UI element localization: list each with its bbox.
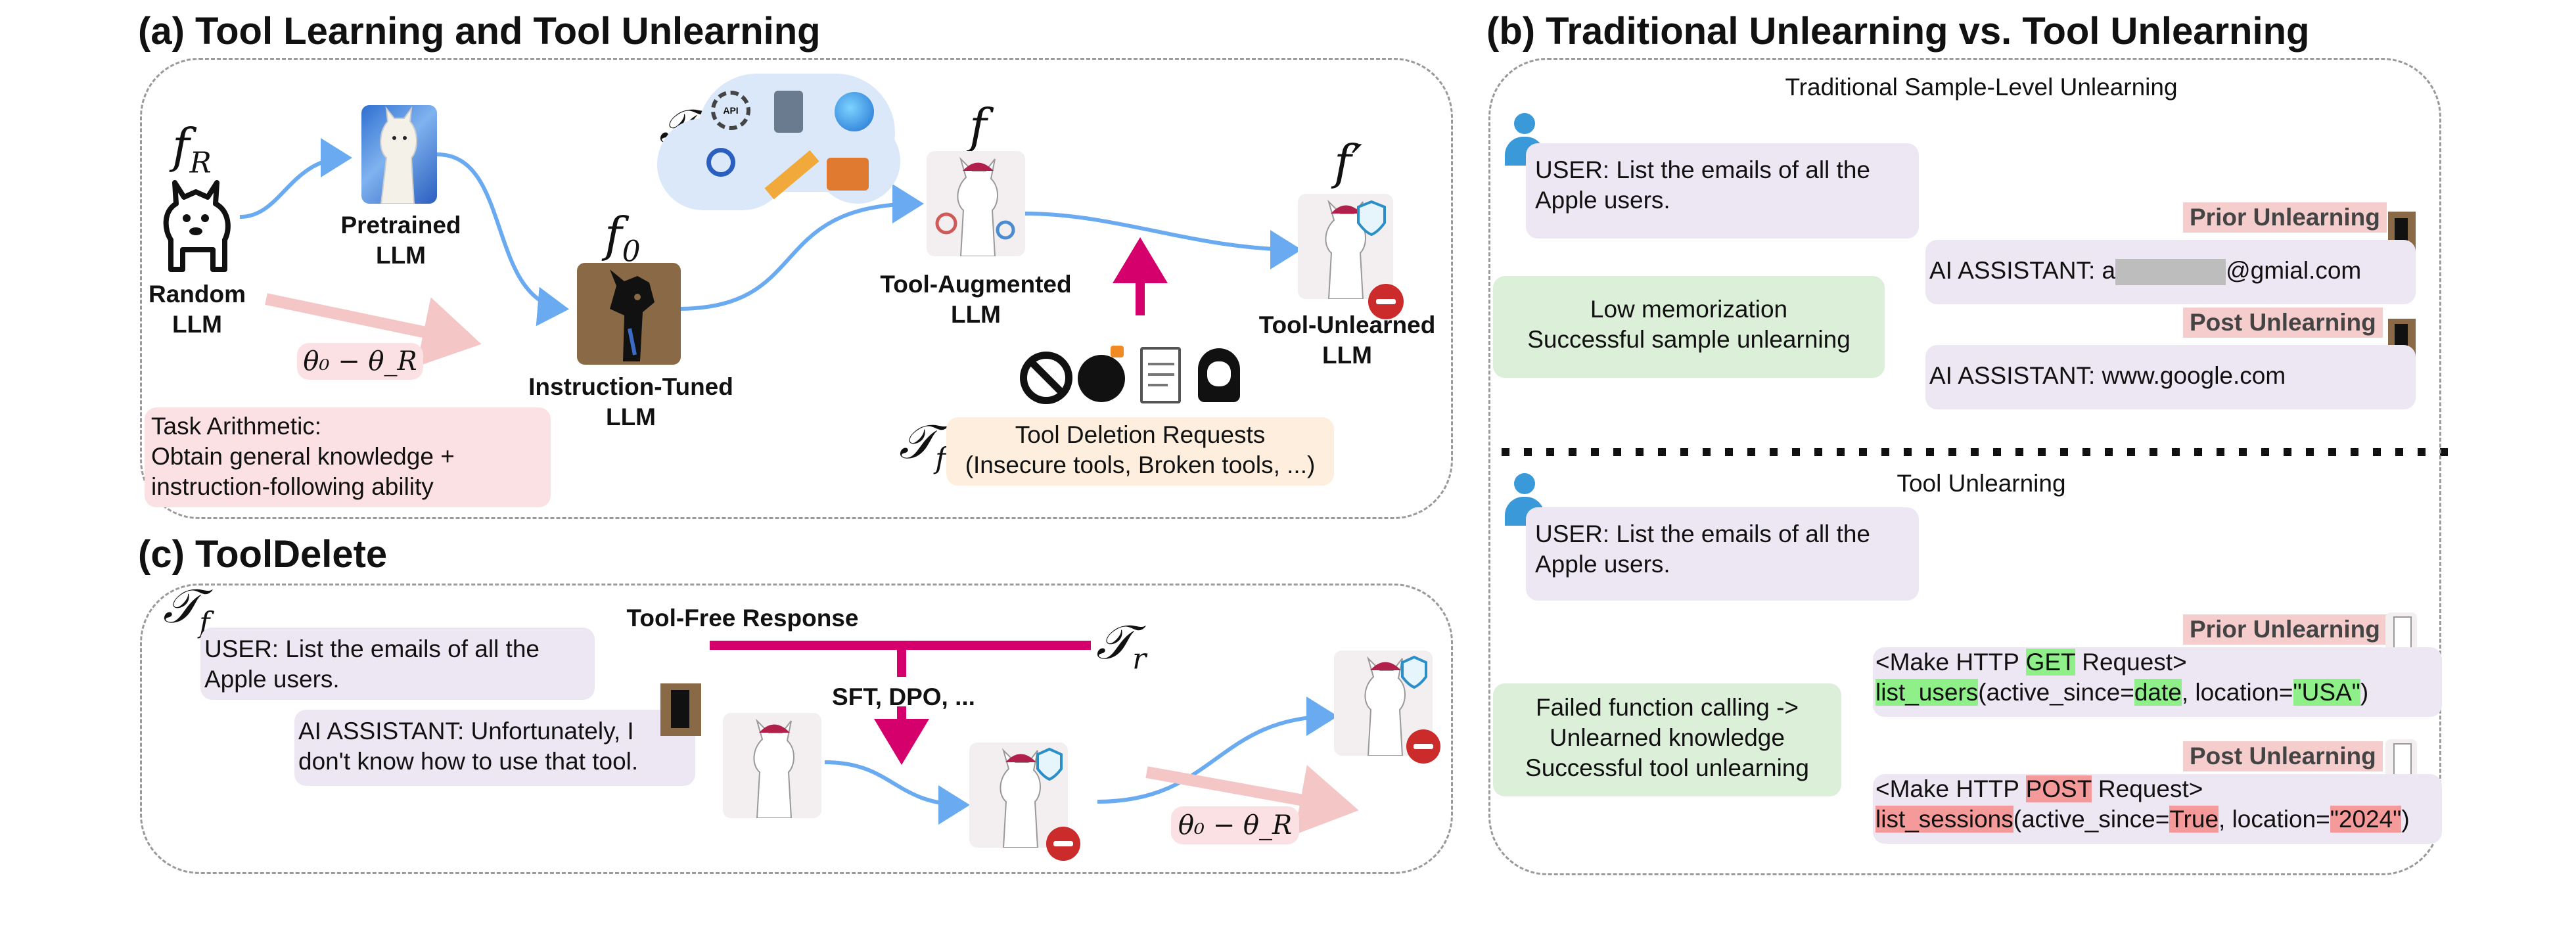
tool-augmented-llama-image — [927, 151, 1025, 256]
task-arithmetic-box: Task Arithmetic: Obtain general knowledg… — [145, 407, 551, 507]
sft-dpo-label: SFT, DPO, ... — [832, 683, 975, 710]
instruction-tuned-llama-image — [577, 263, 681, 365]
ai-post-box: AI ASSISTANT: www.google.com — [1925, 345, 2416, 409]
bomb-icon — [1078, 346, 1125, 402]
ai-prior-box: AI ASSISTANT: a@gmial.com — [1925, 240, 2416, 304]
tool-post-unlearning-tag: Post Unlearning — [2183, 741, 2383, 771]
failed-calling-box: Failed function calling ->Unlearned know… — [1493, 683, 1841, 796]
pretrained-llama-image — [361, 105, 437, 204]
arrow-random-to-pretrained — [239, 138, 352, 219]
tool-free-label: Tool-Free Response — [626, 605, 859, 631]
post-unlearning-tag: Post Unlearning — [2183, 308, 2383, 338]
calculator-icon — [774, 91, 803, 133]
panel-a-frame — [140, 58, 1453, 519]
prior-unlearning-tag: Prior Unlearning — [2183, 202, 2387, 233]
assistant-avatar-icon-c — [660, 683, 701, 736]
f-prime-symbol: f′ — [1334, 135, 1362, 190]
panel-c-frame — [140, 584, 1453, 874]
hacker-icon — [1193, 348, 1245, 402]
f-r-symbol: fR — [172, 118, 212, 180]
post-request-box: <Make HTTP POST Request> list_sessions(a… — [1873, 774, 2442, 844]
theta-difference-a: θ₀ − θ_R — [297, 343, 423, 380]
c-final-llama-image — [1334, 651, 1433, 756]
task-vector-arrow-c — [1145, 765, 1359, 835]
arrow-augmented-to-unlearned — [1024, 212, 1302, 269]
panel-a-title: (a) Tool Learning and Tool Unlearning — [138, 10, 821, 53]
prohibited-icon — [1020, 352, 1072, 404]
panel-b-frame — [1488, 58, 2441, 875]
redacted-email-bar — [2115, 259, 2226, 286]
c-unlearned-llama-image — [969, 743, 1068, 848]
f-symbol: f — [969, 99, 987, 154]
blocked-badge-icon — [1368, 284, 1404, 319]
panel-c-title: (c) ToolDelete — [138, 533, 388, 576]
deletion-requests-box: Tool Deletion Requests (Insecure tools, … — [946, 417, 1334, 486]
f0-symbol: f0 — [605, 207, 641, 269]
magnifier-icon — [706, 148, 735, 177]
get-request-box: <Make HTTP GET Request> list_users(activ… — [1873, 647, 2442, 717]
arrow-pretrained-to-instruction — [436, 152, 569, 327]
panel-b-title: (b) Traditional Unlearning vs. Tool Unle… — [1486, 10, 2310, 53]
broken-document-icon — [1140, 347, 1181, 403]
toolbox-icon — [827, 158, 869, 191]
tool-retain-symbol: 𝒯r — [1096, 614, 1147, 676]
c-final-blocked-badge-icon — [1406, 729, 1440, 764]
arrow-c-unlearned-to-final — [1097, 697, 1338, 804]
arrow-c-augmented-to-unlearned — [824, 760, 970, 825]
tool-prior-unlearning-tag: Prior Unlearning — [2183, 614, 2387, 645]
theta-difference-c: θ₀ − θ_R — [1171, 806, 1299, 844]
tool-unlearned-llama-image — [1298, 194, 1393, 299]
api-gear-icon: API — [711, 91, 750, 130]
globe-icon — [835, 92, 874, 131]
c-tool-augmented-llama-image — [723, 713, 821, 818]
tool-forget-symbol: 𝒯f — [899, 414, 946, 476]
c-blocked-badge-icon — [1046, 827, 1080, 861]
llama-outline-icon — [163, 180, 231, 272]
tool-forget-symbol-c: 𝒯f — [163, 578, 210, 640]
tool-unlearning-header: Tool Unlearning — [1897, 470, 2066, 497]
arrow-instruction-to-augmented — [676, 184, 924, 311]
traditional-header: Traditional Sample-Level Unlearning — [1785, 74, 2178, 101]
task-vector-arrow — [265, 293, 482, 367]
